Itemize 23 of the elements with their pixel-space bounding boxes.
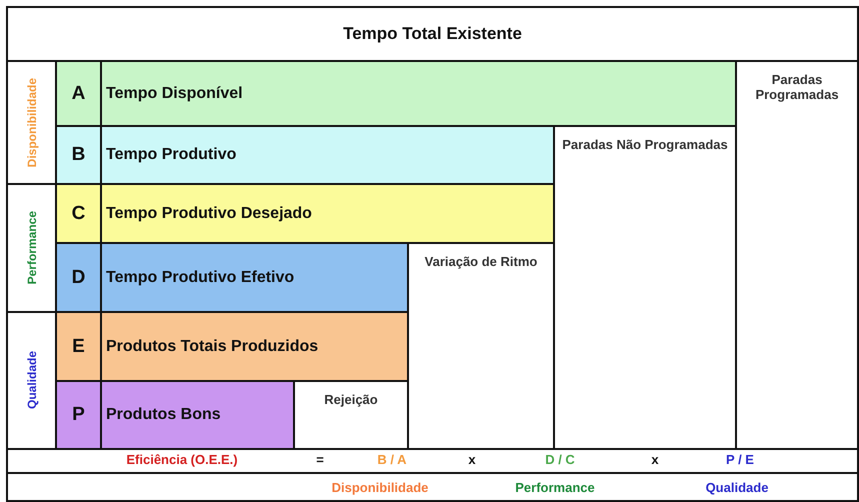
letter-cell: P [55, 380, 102, 450]
letter-cell: A [55, 60, 102, 127]
letter-cell: E [55, 311, 102, 382]
factor-label: Disponibilidade [332, 480, 428, 495]
factor-label: Qualidade [706, 480, 768, 495]
letter-cell: C [55, 183, 102, 244]
letter-cell: D [55, 242, 102, 313]
equals-sign: = [316, 452, 324, 467]
multiply-sign: x [651, 452, 659, 467]
letter-cell: B [55, 125, 102, 185]
multiply-sign: x [468, 452, 476, 467]
time-bar: Produtos Bons [100, 380, 295, 450]
ratio-text: B / A [377, 452, 407, 467]
time-bar: Tempo Produtivo Efetivo [100, 242, 409, 313]
factor-label: Performance [515, 480, 595, 495]
ratio-text: P / E [726, 452, 754, 467]
title: Tempo Total Existente [343, 24, 522, 44]
ratio-text: D / C [545, 452, 575, 467]
formula-label: Eficiência (O.E.E.) [126, 452, 238, 467]
time-bar: Tempo Produtivo [100, 125, 555, 185]
time-bar: Tempo Disponível [100, 60, 737, 127]
time-bar: Produtos Totais Produzidos [100, 311, 409, 382]
time-bar: Tempo Produtivo Desejado [100, 183, 555, 244]
